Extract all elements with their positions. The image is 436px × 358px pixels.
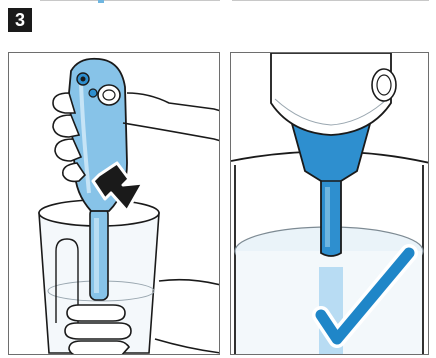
top-sliver-left [40,0,220,5]
immersed-illustration [231,53,429,355]
illustration-immersed-panel [230,52,429,355]
blender-shaft [90,208,108,300]
step-number-badge: 3 [8,8,32,32]
illustration-insert-panel [8,52,220,355]
blender-housing [271,53,396,135]
insert-illustration [9,53,220,355]
top-sliver-right [232,0,429,5]
blender-button-2 [89,89,97,97]
top-sliver-accent [98,0,104,3]
